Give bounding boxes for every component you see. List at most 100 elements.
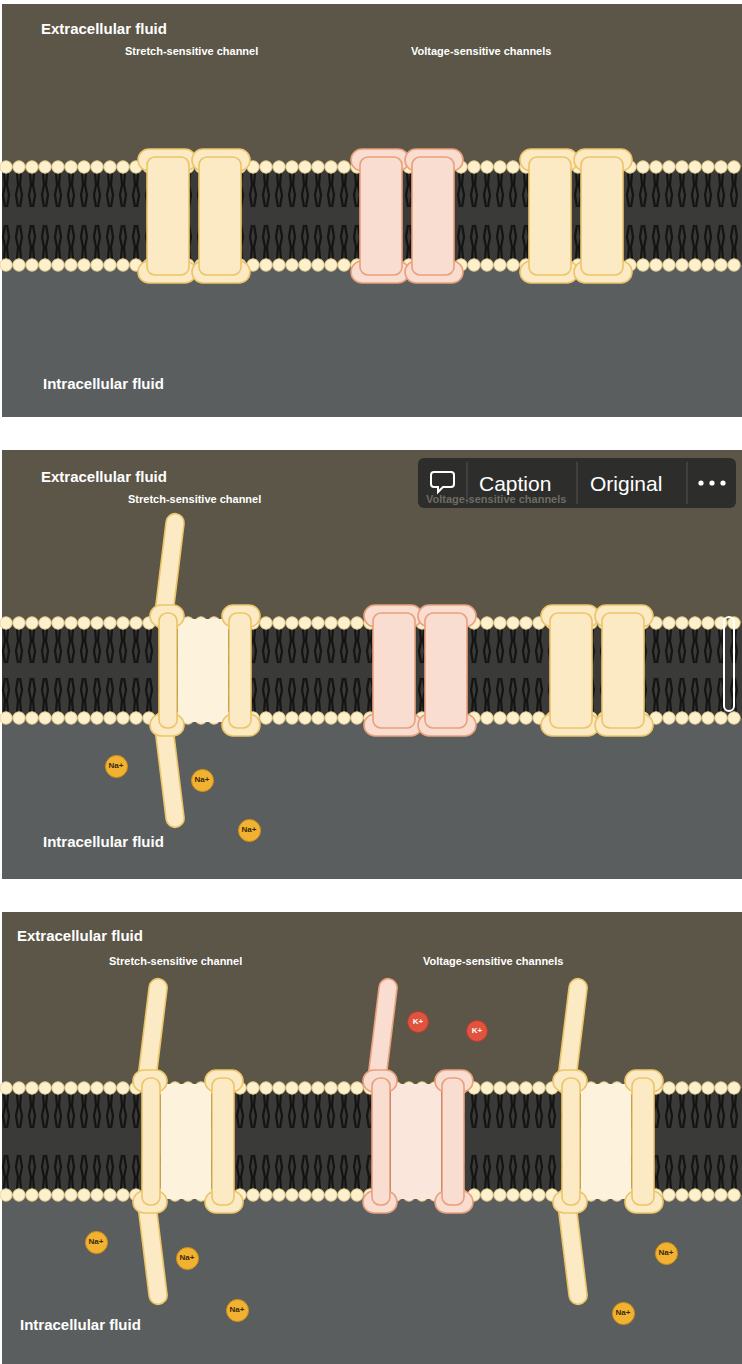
lipid-tail bbox=[471, 225, 473, 259]
lipid-head bbox=[351, 1189, 363, 1201]
lipid-tail bbox=[514, 225, 516, 259]
lipid-tail bbox=[111, 1155, 113, 1189]
lipid-tail bbox=[33, 1155, 35, 1189]
lipid-tail bbox=[241, 1155, 243, 1189]
lipid-tail bbox=[488, 225, 490, 259]
toolbar-button-label: Caption bbox=[479, 472, 551, 495]
lipid-tail bbox=[250, 1155, 252, 1189]
lipid-tail bbox=[332, 173, 334, 207]
lipid-tail bbox=[731, 629, 733, 663]
lipid-head bbox=[507, 1189, 519, 1201]
lipid-tail bbox=[735, 225, 737, 259]
lipid-head bbox=[260, 259, 272, 271]
lipid-tail bbox=[263, 629, 265, 663]
lipid-tail bbox=[3, 225, 5, 259]
lipid-tail bbox=[683, 1094, 685, 1128]
lipid-head bbox=[520, 617, 532, 629]
lipid-tail bbox=[709, 225, 711, 259]
lipid-tail bbox=[42, 1155, 44, 1189]
lipid-tail bbox=[302, 225, 304, 259]
lipid-tail bbox=[55, 225, 57, 259]
lipid-tail bbox=[315, 1094, 317, 1128]
toolbar-divider bbox=[577, 462, 578, 504]
lipid-tail bbox=[42, 1094, 44, 1128]
lipid-tail bbox=[289, 678, 291, 712]
lipid-tail bbox=[666, 1094, 668, 1128]
lipid-head bbox=[91, 617, 103, 629]
lipid-tail bbox=[46, 225, 48, 259]
lipid-tail bbox=[280, 225, 282, 259]
lipid-tail bbox=[497, 629, 499, 663]
lipid-head bbox=[676, 1189, 688, 1201]
channel-subunit bbox=[562, 1078, 580, 1205]
lipid-head bbox=[312, 161, 324, 173]
lipid-tail bbox=[254, 173, 256, 207]
lipid-tail bbox=[653, 629, 655, 663]
lipid-tail bbox=[276, 173, 278, 207]
lipid-tail bbox=[29, 173, 31, 207]
lipid-tail bbox=[358, 678, 360, 712]
lipid-tail bbox=[575, 225, 577, 259]
lipid-tail bbox=[670, 1094, 672, 1128]
lipid-tail bbox=[250, 225, 252, 259]
lipid-head bbox=[260, 617, 272, 629]
lipid-tail bbox=[306, 1094, 308, 1128]
lipid-head bbox=[65, 617, 77, 629]
lipid-tail bbox=[29, 678, 31, 712]
lipid-tail bbox=[640, 173, 642, 207]
lipid-tail bbox=[332, 678, 334, 712]
lipid-head bbox=[52, 1189, 64, 1201]
lipid-tail bbox=[523, 225, 525, 259]
lipid-tail bbox=[657, 1155, 659, 1189]
lipid-head bbox=[689, 617, 701, 629]
lipid-heads bbox=[0, 1082, 740, 1201]
ion-symbol: K+ bbox=[472, 1027, 482, 1035]
lipid-tail bbox=[683, 678, 685, 712]
lipid-tail bbox=[523, 1094, 525, 1128]
lipid-tail bbox=[471, 678, 473, 712]
lipid-tail bbox=[735, 678, 737, 712]
lipid-head bbox=[247, 1189, 259, 1201]
lipid-tail bbox=[345, 1094, 347, 1128]
lipid-head bbox=[715, 1082, 727, 1094]
lipid-head bbox=[299, 617, 311, 629]
lipid-tail bbox=[85, 678, 87, 712]
lipid-tail bbox=[20, 173, 22, 207]
lipid-head bbox=[715, 161, 727, 173]
lipid-head bbox=[676, 259, 688, 271]
lipid-tail bbox=[510, 678, 512, 712]
lipid-tail bbox=[657, 1094, 659, 1128]
lipid-tail bbox=[59, 678, 61, 712]
lipid-head bbox=[494, 259, 506, 271]
lipid-tail bbox=[263, 1094, 265, 1128]
lipid-head bbox=[0, 1082, 12, 1094]
lipid-tail bbox=[484, 629, 486, 663]
lipid-head bbox=[325, 712, 337, 724]
region-label: Intracellular fluid bbox=[43, 834, 164, 851]
lipid-tail bbox=[55, 629, 57, 663]
lipid-tail bbox=[72, 678, 74, 712]
lipid-head bbox=[689, 259, 701, 271]
lipid-tail bbox=[94, 1155, 96, 1189]
lipid-tail bbox=[501, 678, 503, 712]
lipid-head bbox=[39, 617, 51, 629]
lipid-tail bbox=[107, 173, 109, 207]
lipid-head bbox=[91, 712, 103, 724]
lipid-head bbox=[494, 712, 506, 724]
lipid-tail bbox=[475, 678, 477, 712]
lipid-tail bbox=[20, 1155, 22, 1189]
region-label: Voltage-sensitive channels bbox=[411, 45, 551, 57]
lipid-tail bbox=[302, 678, 304, 712]
lipid-tail bbox=[94, 1094, 96, 1128]
lipid-tail bbox=[735, 1094, 737, 1128]
lipid-tail bbox=[46, 1094, 48, 1128]
lipid-tail bbox=[692, 1094, 694, 1128]
potassium-ion: K+ bbox=[466, 1020, 488, 1042]
lipid-tail bbox=[107, 678, 109, 712]
lipid-head bbox=[325, 617, 337, 629]
lipid-tail bbox=[514, 173, 516, 207]
lipid-tail bbox=[137, 1094, 139, 1128]
lipid-tail bbox=[679, 629, 681, 663]
lipid-tail bbox=[3, 629, 5, 663]
lipid-head bbox=[351, 712, 363, 724]
